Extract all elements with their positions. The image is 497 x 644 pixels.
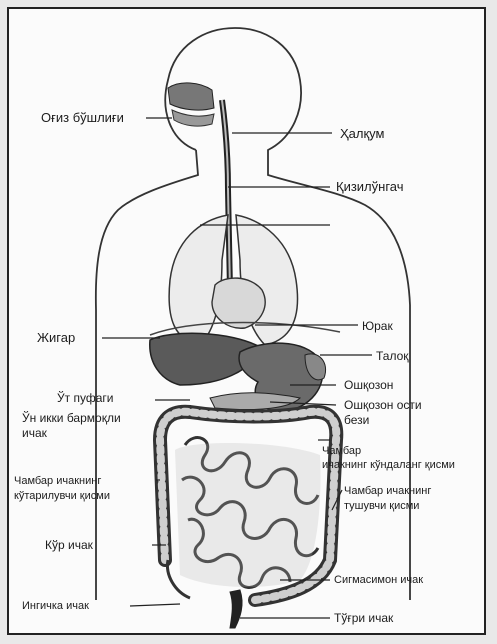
- label-pharynx: Ҳалқум: [340, 127, 384, 141]
- label-rectum: Тўғри ичак: [334, 611, 393, 625]
- label-mouth: Оғиз бўшлиғи: [41, 111, 124, 125]
- label-ascending-line1: Чамбар ичакнинг: [14, 474, 101, 488]
- rectum: [230, 590, 242, 628]
- label-cecum: Кўр ичак: [45, 538, 93, 552]
- label-transverse-line2: ичакнинг кўндаланг қисми: [322, 458, 455, 472]
- mouth-cavity: [168, 83, 214, 110]
- label-ascending-line2: кўтарилувчи қисми: [14, 489, 110, 503]
- label-gallbladder: Ўт пуфаги: [57, 391, 113, 405]
- label-descending-line2: тушувчи қисми: [344, 499, 419, 513]
- label-descending-line1: Чамбар ичакнинг: [344, 484, 431, 498]
- heart: [212, 278, 265, 328]
- label-sigmoid: Сигмасимон ичак: [334, 573, 423, 587]
- label-pancreas-line2: бези: [344, 413, 369, 427]
- label-spleen: Талоқ: [376, 349, 409, 363]
- label-transverse-line1: Чамбар: [322, 444, 361, 458]
- label-esophagus: Қизилўнгач: [336, 180, 404, 194]
- label-duodenum-line2: ичак: [22, 426, 47, 440]
- label-stomach: Ошқозон: [344, 378, 393, 392]
- label-pancreas-line1: Ошқозон ости: [344, 398, 422, 412]
- label-small-intestine: Ингичка ичак: [22, 599, 89, 613]
- label-liver: Жигар: [37, 331, 75, 345]
- label-duodenum-line1: Ўн икки бармоқли: [22, 411, 121, 425]
- label-heart: Юрак: [362, 319, 393, 333]
